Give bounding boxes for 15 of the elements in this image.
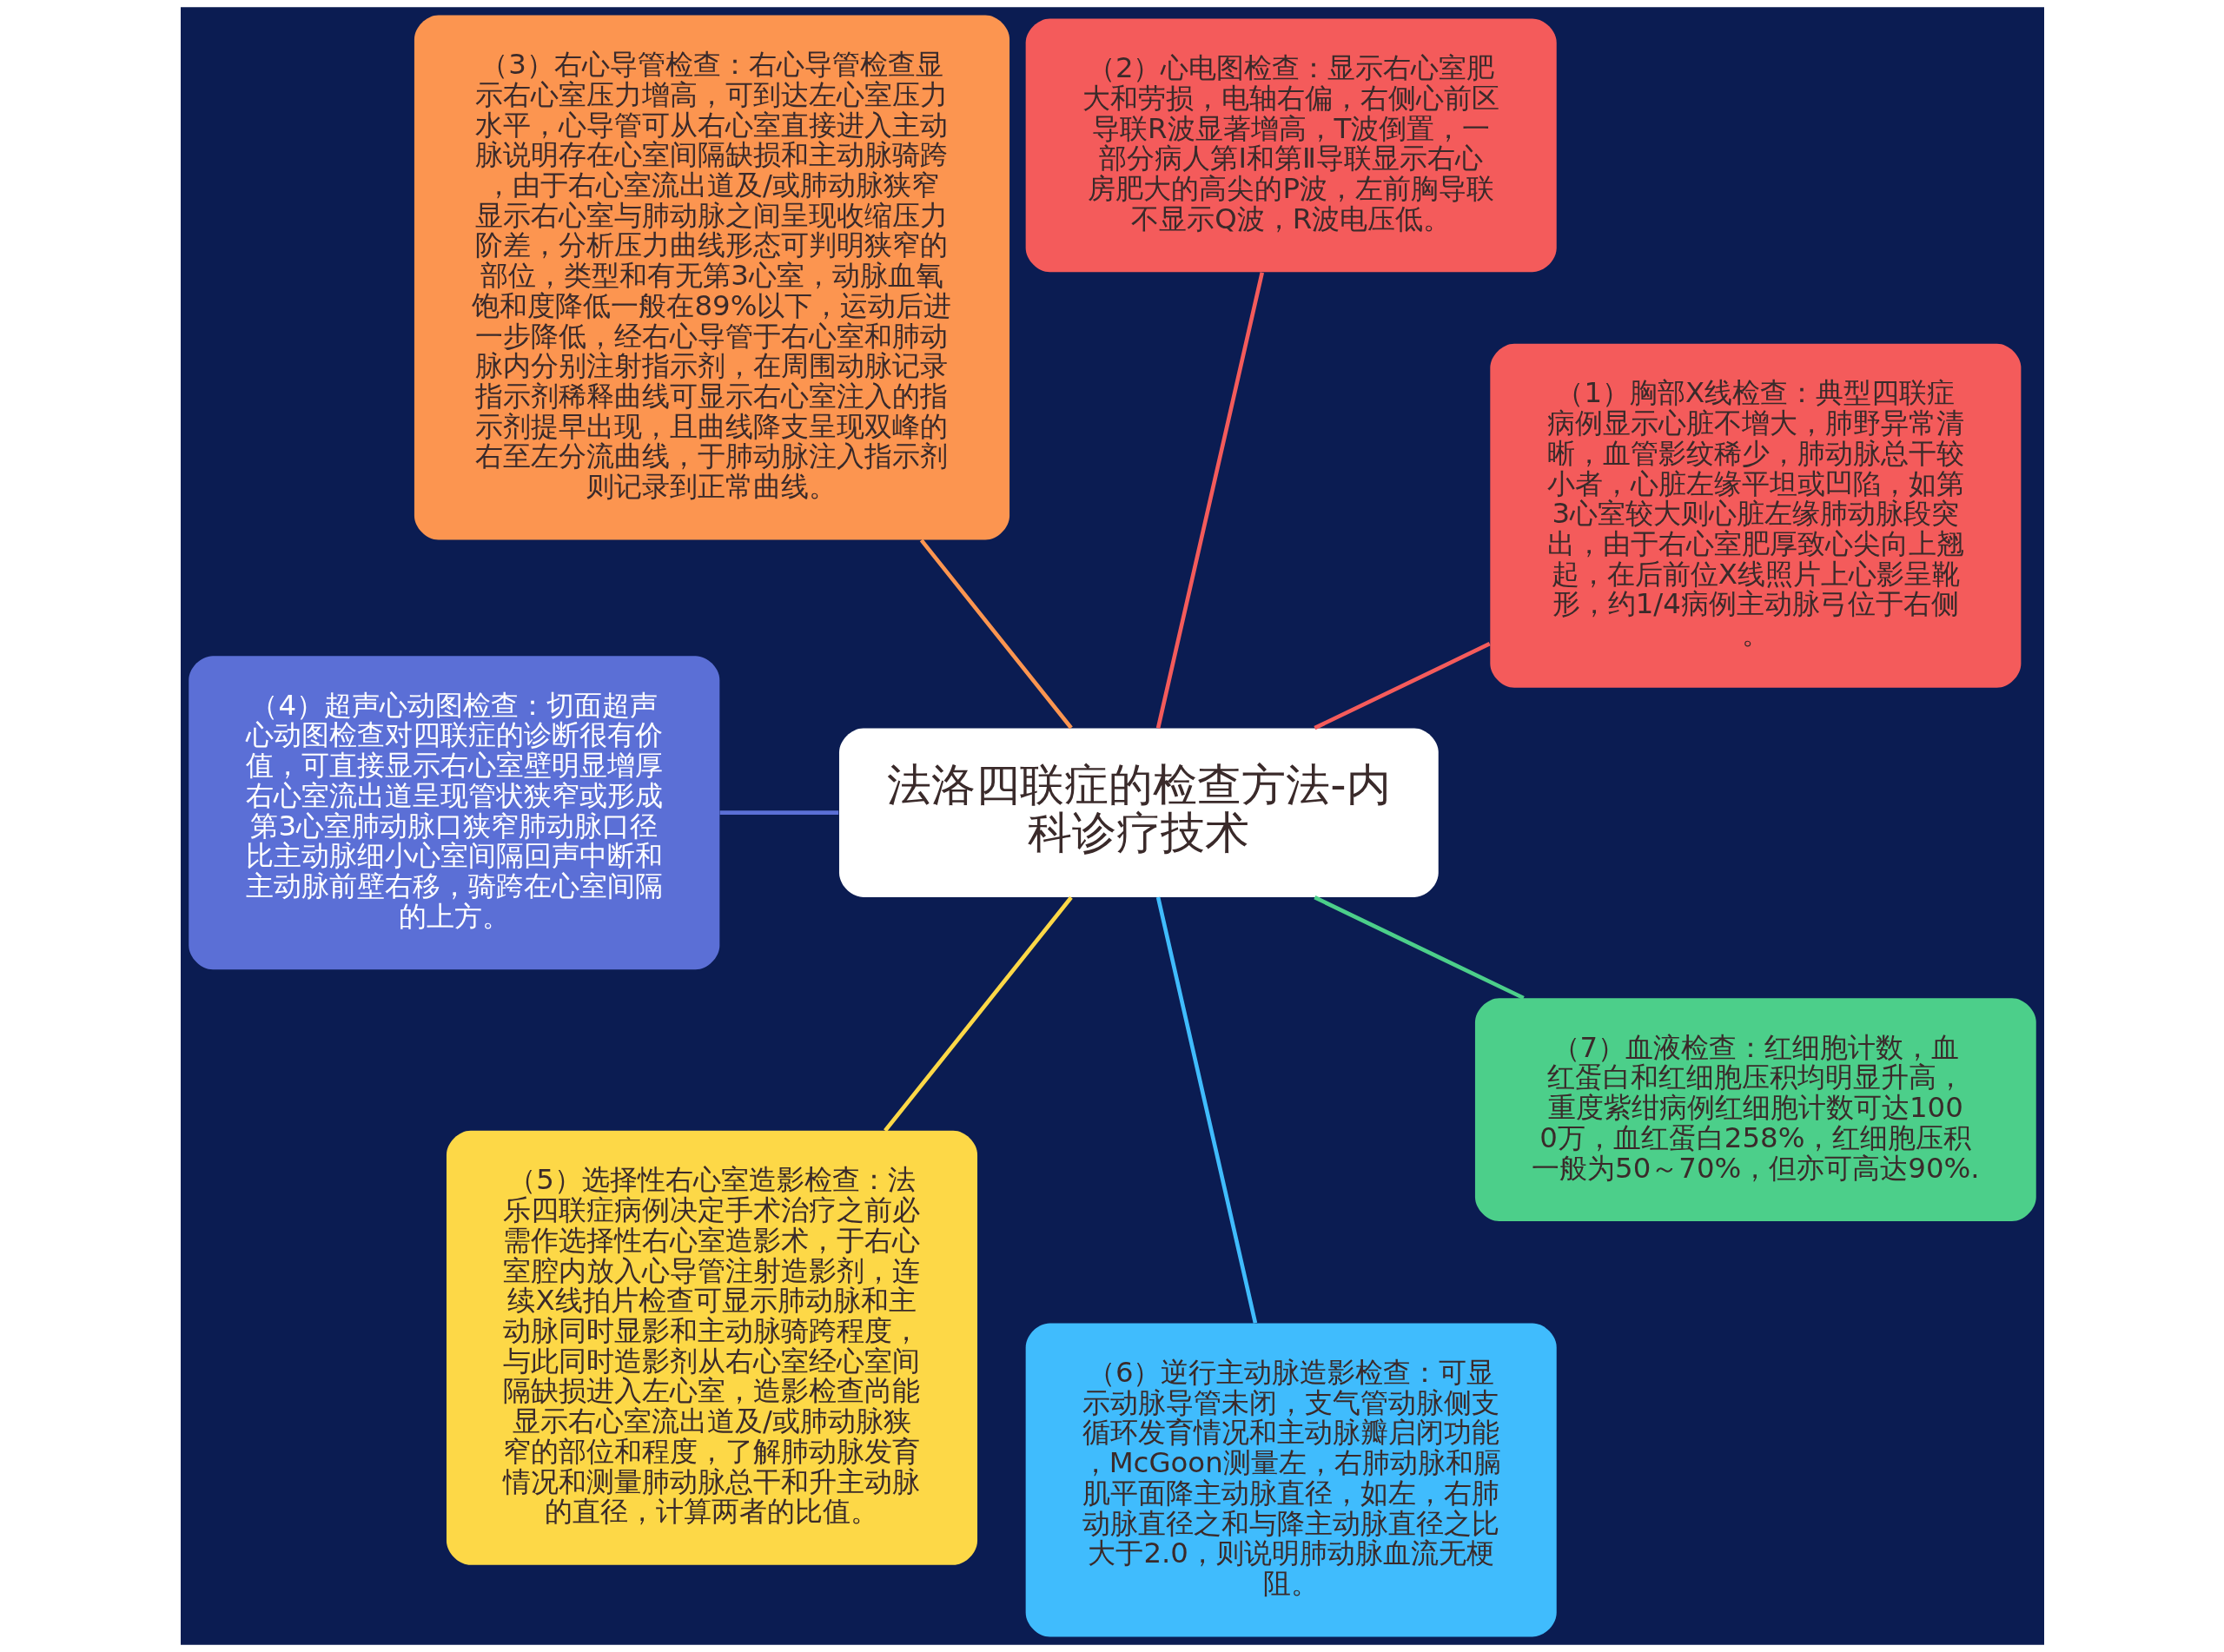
node-box: （5）选择性右心室造影检查：法乐四联症病例决定手术治疗之前必需作选择性右心室造影术，于右心室腔内放入心导管注射造影剂，连续X线拍片检查可显示肺动脉和主动脉同时显影和主动脉骑跨程度，与此同时造影剂从右心室经心室间隔缺损进入左心室，造影检查尚能显示右心室流出道及/或肺动脉狭窄的部位和程度，了解肺动脉发育情况和测量肺动脉总干和升主动脉的直径，计算两者的比值。 [446,1130,977,1565]
node-box: （6）逆行主动脉造影检查：可显示动脉导管未闭，支气管动脉侧支循环发育情况和主动脉瓣启闭功能，McGoon测量左，右肺动脉和膈肌平面降主动脉直径，如左，右肺动脉直径之和与降主动脉直径之比大于2.0，则说明肺动脉血流无梗阻。 [1025,1323,1557,1637]
connector [883,895,1073,1133]
connector [1313,895,1525,1001]
connector [1313,642,1491,730]
node-box: （3）右心导管检查：右心导管检查显示右心室压力增高，可到达左心室压力水平，心导管可从右心室直接进入主动脉说明存在心室间隔缺损和主动脉骑跨，由于右心室流出道及/或肺动脉狭窄显示右心室与肺动脉之间呈现收缩压力阶差，分析压力曲线形态可判明狭窄的部位，类型和有无第3心室，动脉血氧饱和度降低一般在89%以下，运动后进一步降低，经右心导管于右心室和肺动脉内分别注射指示剂，在周围动脉记录指示剂稀释曲线可显示右心室注入的指示剂提早出现，且曲线降支呈现双峰的右至左分流曲线，于肺动脉注入指示剂则记录到正常曲线。 [414,15,1009,540]
connector [1155,272,1264,729]
node-box: 法洛四联症的检查方法-内科诊疗技术 [838,728,1439,897]
node-box: （7）血液检查：红细胞计数，血红蛋白和红细胞压积均明显升高，重度紫绀病例红细胞计数可达1000万，血红蛋白258%，红细胞压积一般为50～70%，但亦可高达90%. [1474,998,2036,1222]
node-box: （2）心电图检查：显示右心室肥大和劳损，电轴右偏，右侧心前区导联R波显著增高，T波倒置，一部分病人第Ⅰ和第Ⅱ导联显示右心房肥大的高尖的P波，左前胸导联不显示Q波，R波电压低。 [1025,18,1557,273]
node-box: （4）超声心动图检查：切面超声心动图检查对四联症的诊断很有价值，可直接显示右心室壁明显增厚右心室流出道呈现管状狭窄或形成第3心室肺动脉口狭窄肺动脉口径比主动脉细小心室间隔回声中断和主动脉前壁右移，骑跨在心室间隔的上方。 [188,656,719,970]
connector [1155,896,1257,1324]
connector [719,810,838,815]
connector [919,539,1073,730]
node-box: （1）胸部X线检查：典型四联症病例显示心脏不增大，肺野异常清晰，血管影纹稀少，肺动脉总干较小者，心脏左缘平坦或凹陷，如第3心室较大则心脏左缘肺动脉段突出，由于右心室肥厚致心尖向上翘起，在后前位X线照片上心影呈靴形，约1/4病例主动脉弓位于右侧。 [1489,343,2021,688]
